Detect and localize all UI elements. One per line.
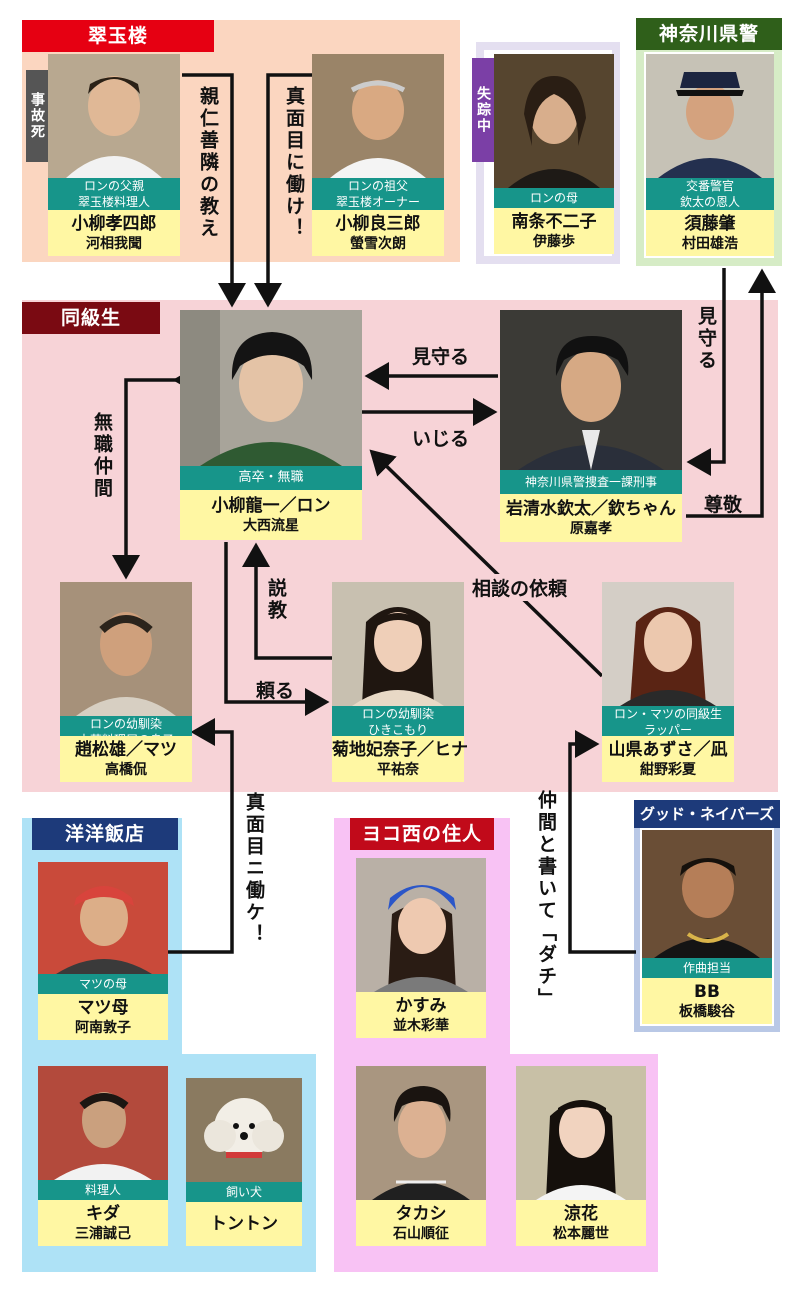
- role-label-sudo: 交番警官欽太の恩人: [646, 178, 774, 210]
- role-label-mother: ロンの母: [494, 188, 614, 208]
- portrait-matsu: [60, 582, 192, 716]
- group-title-goodneighbors: グッド・ネイバーズ: [634, 800, 780, 828]
- role-label-nagi: ロン・マツの同級生ラッパー: [602, 706, 734, 738]
- relation-sonkei: 尊敬: [704, 494, 743, 516]
- relation-shinjin: 親仁善隣の教え: [197, 86, 219, 240]
- portrait-koshiro: [48, 54, 180, 178]
- relation-ijiru: いじる: [412, 428, 470, 450]
- role-label-kinta: 神奈川県警捜査一課刑事: [500, 470, 682, 494]
- portrait-ryozaburo: [312, 54, 444, 178]
- role-label-ryozaburo: ロンの祖父翠玉楼オーナー: [312, 178, 444, 210]
- name-box-ryoka: 涼花松本麗世: [516, 1200, 646, 1246]
- role-label-hina: ロンの幼馴染ひきこもり: [332, 706, 464, 738]
- portrait-takashi: [356, 1066, 486, 1200]
- group-title-doukyusei: 同級生: [22, 302, 160, 334]
- role-label-ron: 高卒・無職: [180, 466, 362, 490]
- role-label-matsuhaha: マツの母: [38, 974, 168, 994]
- group-title-yokonishi: ヨコ西の住人: [350, 818, 494, 850]
- portrait-ryoka: [516, 1066, 646, 1200]
- portrait-nagi: [602, 582, 734, 706]
- portrait-kasumi: [356, 858, 486, 992]
- group-title-yoyo: 洋洋飯店: [32, 818, 178, 850]
- portrait-sudo: [646, 54, 774, 178]
- portrait-kida: [38, 1066, 168, 1180]
- relation-majime2: 真面目ニ働ケ！: [243, 792, 265, 946]
- status-tag-accident: 事故死: [26, 70, 48, 162]
- role-label-koshiro: ロンの父親翠玉楼料理人: [48, 178, 180, 210]
- portrait-kinta: [500, 310, 682, 470]
- name-box-kida: キダ三浦誠己: [38, 1200, 168, 1246]
- status-tag-missing: 失踪中: [472, 58, 494, 162]
- name-box-nagi: 山県あずさ／凪紺野彩夏: [602, 736, 734, 782]
- name-box-koshiro: 小柳孝四郎河相我聞: [48, 210, 180, 256]
- name-box-ryozaburo: 小柳良三郎螢雪次朗: [312, 210, 444, 256]
- name-box-kasumi: かすみ並木彩華: [356, 992, 486, 1038]
- name-box-takashi: タカシ石山順征: [356, 1200, 486, 1246]
- relation-tanomu: 頼る: [256, 680, 295, 702]
- name-box-mother: 南条不二子伊藤歩: [494, 208, 614, 254]
- portrait-hina: [332, 582, 464, 706]
- relation-mushoku: 無職仲間: [91, 412, 113, 500]
- relation-sekkyo: 説教: [265, 578, 287, 622]
- role-label-bb: 作曲担当: [642, 958, 772, 978]
- portrait-bb: [642, 830, 772, 958]
- name-box-kinta: 岩清水欽太／欽ちゃん原嘉孝: [500, 494, 682, 542]
- portrait-mother: [494, 54, 614, 188]
- name-box-matsuhaha: マツ母阿南敦子: [38, 994, 168, 1040]
- portrait-tonton: [186, 1078, 302, 1182]
- role-label-kida: 料理人: [38, 1180, 168, 1200]
- relation-mimamoru1: 見守る: [412, 346, 470, 368]
- relation-soudan: 相談の依頼: [472, 574, 568, 601]
- group-title-kanagawa: 神奈川県警: [636, 18, 782, 50]
- portrait-matsuhaha: [38, 862, 168, 974]
- role-label-tonton: 飼い犬: [186, 1182, 302, 1202]
- name-box-matsu: 趙松雄／マツ高橋侃: [60, 736, 192, 782]
- group-title-suigyoku: 翠玉楼: [22, 20, 214, 52]
- name-box-ron: 小柳龍一／ロン大西流星: [180, 490, 362, 540]
- name-box-sudo: 須藤肇村田雄浩: [646, 210, 774, 256]
- relation-majime1: 真面目に働け！: [283, 86, 305, 240]
- relation-mimamoru2: 見守る: [695, 306, 717, 372]
- name-box-hina: 菊地妃奈子／ヒナ平祐奈: [332, 736, 468, 782]
- portrait-ron: [180, 310, 362, 466]
- relation-dachi: 仲間と書いて「ダチ」: [535, 790, 557, 1010]
- name-box-tonton: トントン: [186, 1202, 302, 1246]
